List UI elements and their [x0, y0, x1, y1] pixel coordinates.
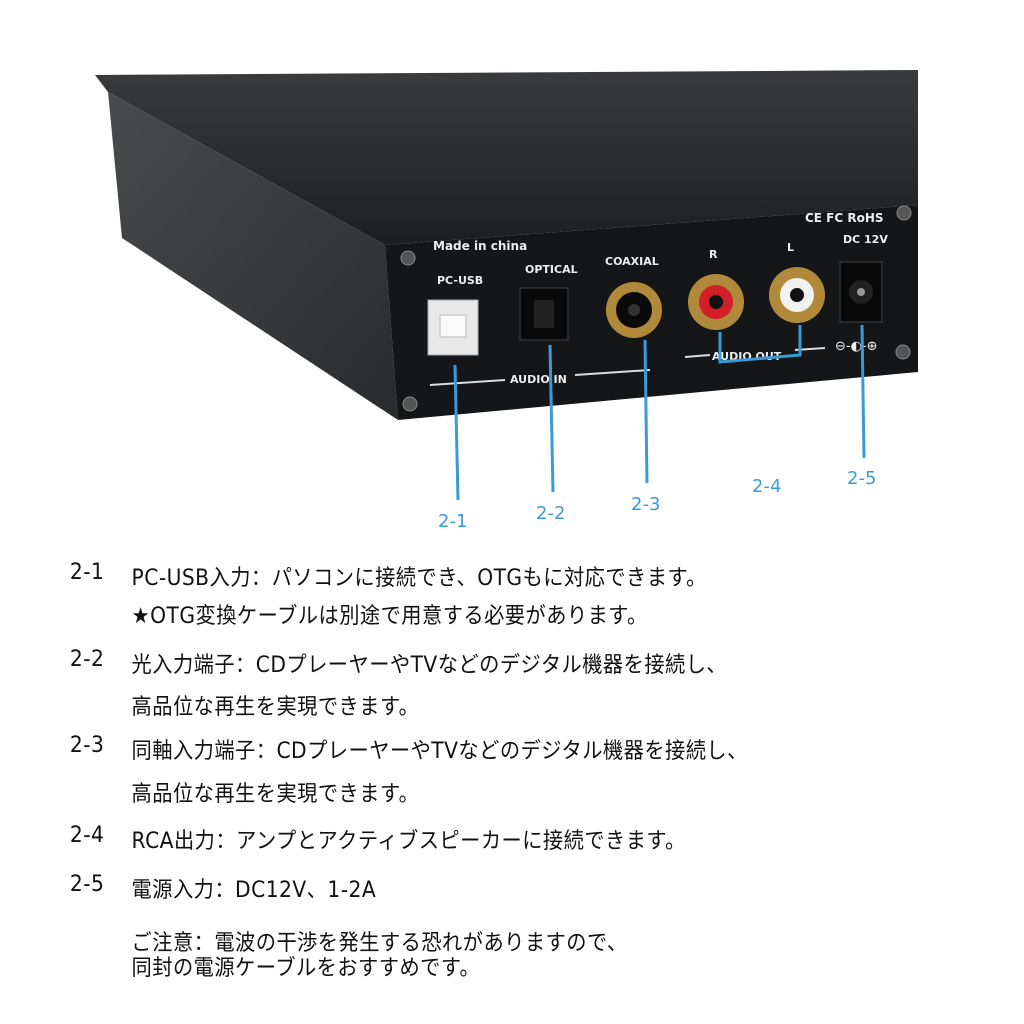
desc-text: 同封の電源ケーブルをおすすめです。 — [131, 956, 481, 981]
r-label: R — [709, 248, 718, 261]
desc-text: RCA出力：アンプとアクティブスピーカーに接続できます。 — [131, 829, 686, 854]
desc-text: 光入力端子：CDプレーヤーやTVなどのデジタル機器を接続し、 — [131, 653, 728, 678]
desc-2-1: 2-1 PC-USB入力：パソコンに接続でき、OTGもに対応できます。 — [0, 560, 942, 591]
callout-2-5: 2-5 — [847, 468, 876, 489]
coaxial-label: COAXIAL — [605, 255, 659, 268]
audio-in-label: AUDIO IN — [510, 373, 567, 386]
desc-text: 高品位な再生を実現できます。 — [131, 695, 420, 720]
desc-number: 2-2 — [69, 647, 105, 672]
desc-number: 2-3 — [69, 733, 105, 758]
callout-2-1: 2-1 — [438, 511, 467, 532]
desc-number: 2-1 — [69, 560, 105, 585]
desc-text: ご注意：電波の干渉を発生する恐れがありますので、 — [131, 931, 628, 956]
screw-icon — [896, 205, 912, 221]
desc-text: 同軸入力端子：CDプレーヤーやTVなどのデジタル機器を接続し、 — [131, 739, 748, 764]
screw-icon — [400, 250, 416, 266]
callout-2-4: 2-4 — [752, 476, 781, 497]
dc-polarity-icon: ⊖-◐-⊕ — [835, 339, 878, 354]
optical-label: OPTICAL — [525, 263, 578, 276]
screw-icon — [402, 396, 418, 412]
dac-device-illustration: Made in china CE FC RoHS PC-USB OPTICAL … — [95, 70, 918, 532]
callout-line-2-1 — [453, 364, 460, 501]
desc-text: PC-USB入力：パソコンに接続でき、OTGもに対応できます。 — [131, 566, 707, 591]
desc-number: 2-4 — [69, 823, 105, 848]
l-label: L — [787, 241, 794, 254]
desc-text: ★OTG変換ケーブルは別途で用意する必要があります。 — [131, 604, 648, 629]
screw-icon — [895, 344, 911, 360]
cert-marks: CE FC RoHS — [805, 211, 884, 225]
pc-usb-label: PC-USB — [437, 274, 483, 287]
callout-line-2-5 — [860, 324, 866, 459]
desc-number: 2-5 — [69, 872, 105, 897]
made-in-label: Made in china — [433, 239, 527, 253]
callout-line-2-4 — [718, 325, 802, 364]
desc-text: 高品位な再生を実現できます。 — [131, 782, 420, 807]
callout-2-3: 2-3 — [631, 494, 660, 515]
desc-text: 電源入力：DC12V、1-2A — [131, 878, 377, 903]
callout-line-2-3 — [643, 339, 649, 484]
callout-2-2: 2-2 — [536, 503, 565, 524]
callout-line-2-2 — [548, 344, 555, 493]
dc-label: DC 12V — [843, 233, 888, 246]
top-face — [95, 70, 918, 245]
side-face — [108, 92, 398, 420]
